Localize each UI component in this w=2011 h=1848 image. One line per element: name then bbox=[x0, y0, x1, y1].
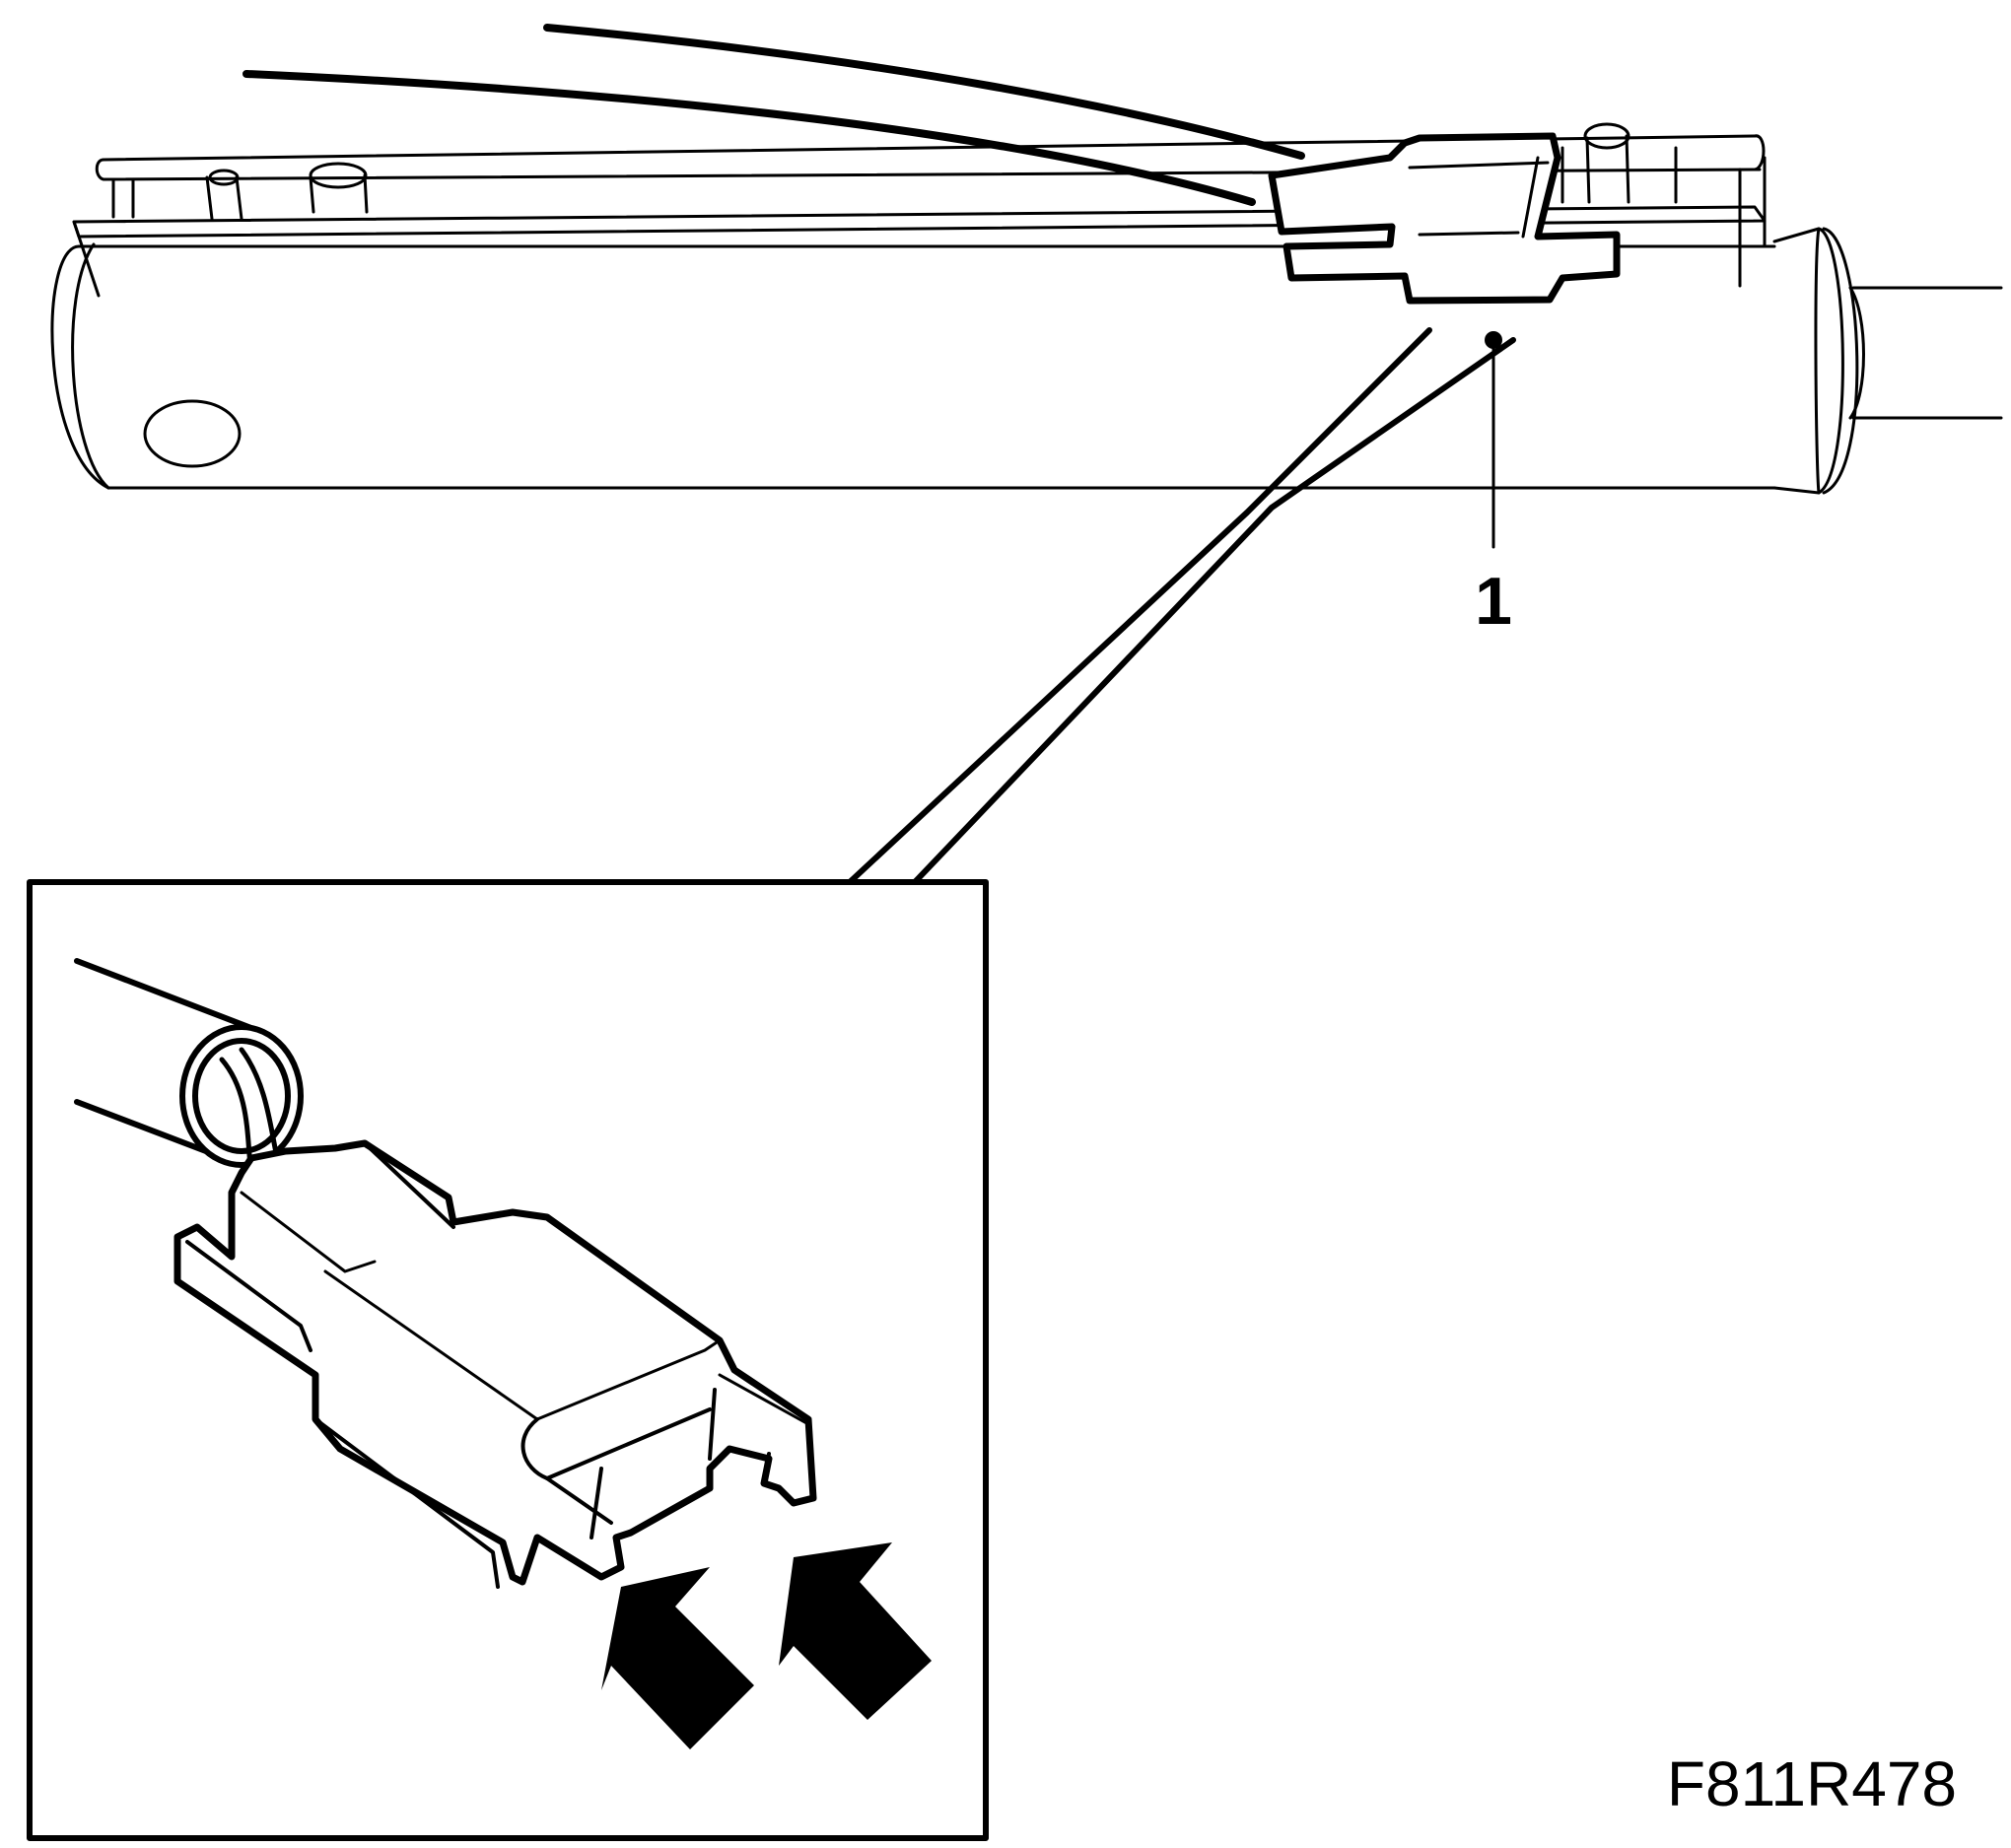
detail-cable bbox=[74, 958, 304, 1176]
zoom-lines bbox=[847, 327, 1516, 885]
arrow-icon bbox=[601, 1567, 754, 1749]
rail-connector bbox=[1268, 132, 1621, 305]
pins bbox=[205, 122, 1678, 221]
callout-label: 1 bbox=[1475, 564, 1512, 639]
cylinder-hole bbox=[143, 399, 242, 468]
cable-pair bbox=[243, 24, 1305, 206]
detail-arrows bbox=[601, 1542, 932, 1749]
detail-terminal bbox=[173, 1139, 817, 1589]
callout-leader bbox=[1485, 331, 1502, 549]
detail-inset bbox=[27, 879, 989, 1841]
main-assembly bbox=[50, 24, 2003, 549]
arrow-icon bbox=[779, 1542, 932, 1720]
cylinder-body bbox=[50, 227, 1859, 495]
figure-code: F811R478 bbox=[1667, 1748, 1957, 1819]
shaft bbox=[1848, 286, 2003, 420]
